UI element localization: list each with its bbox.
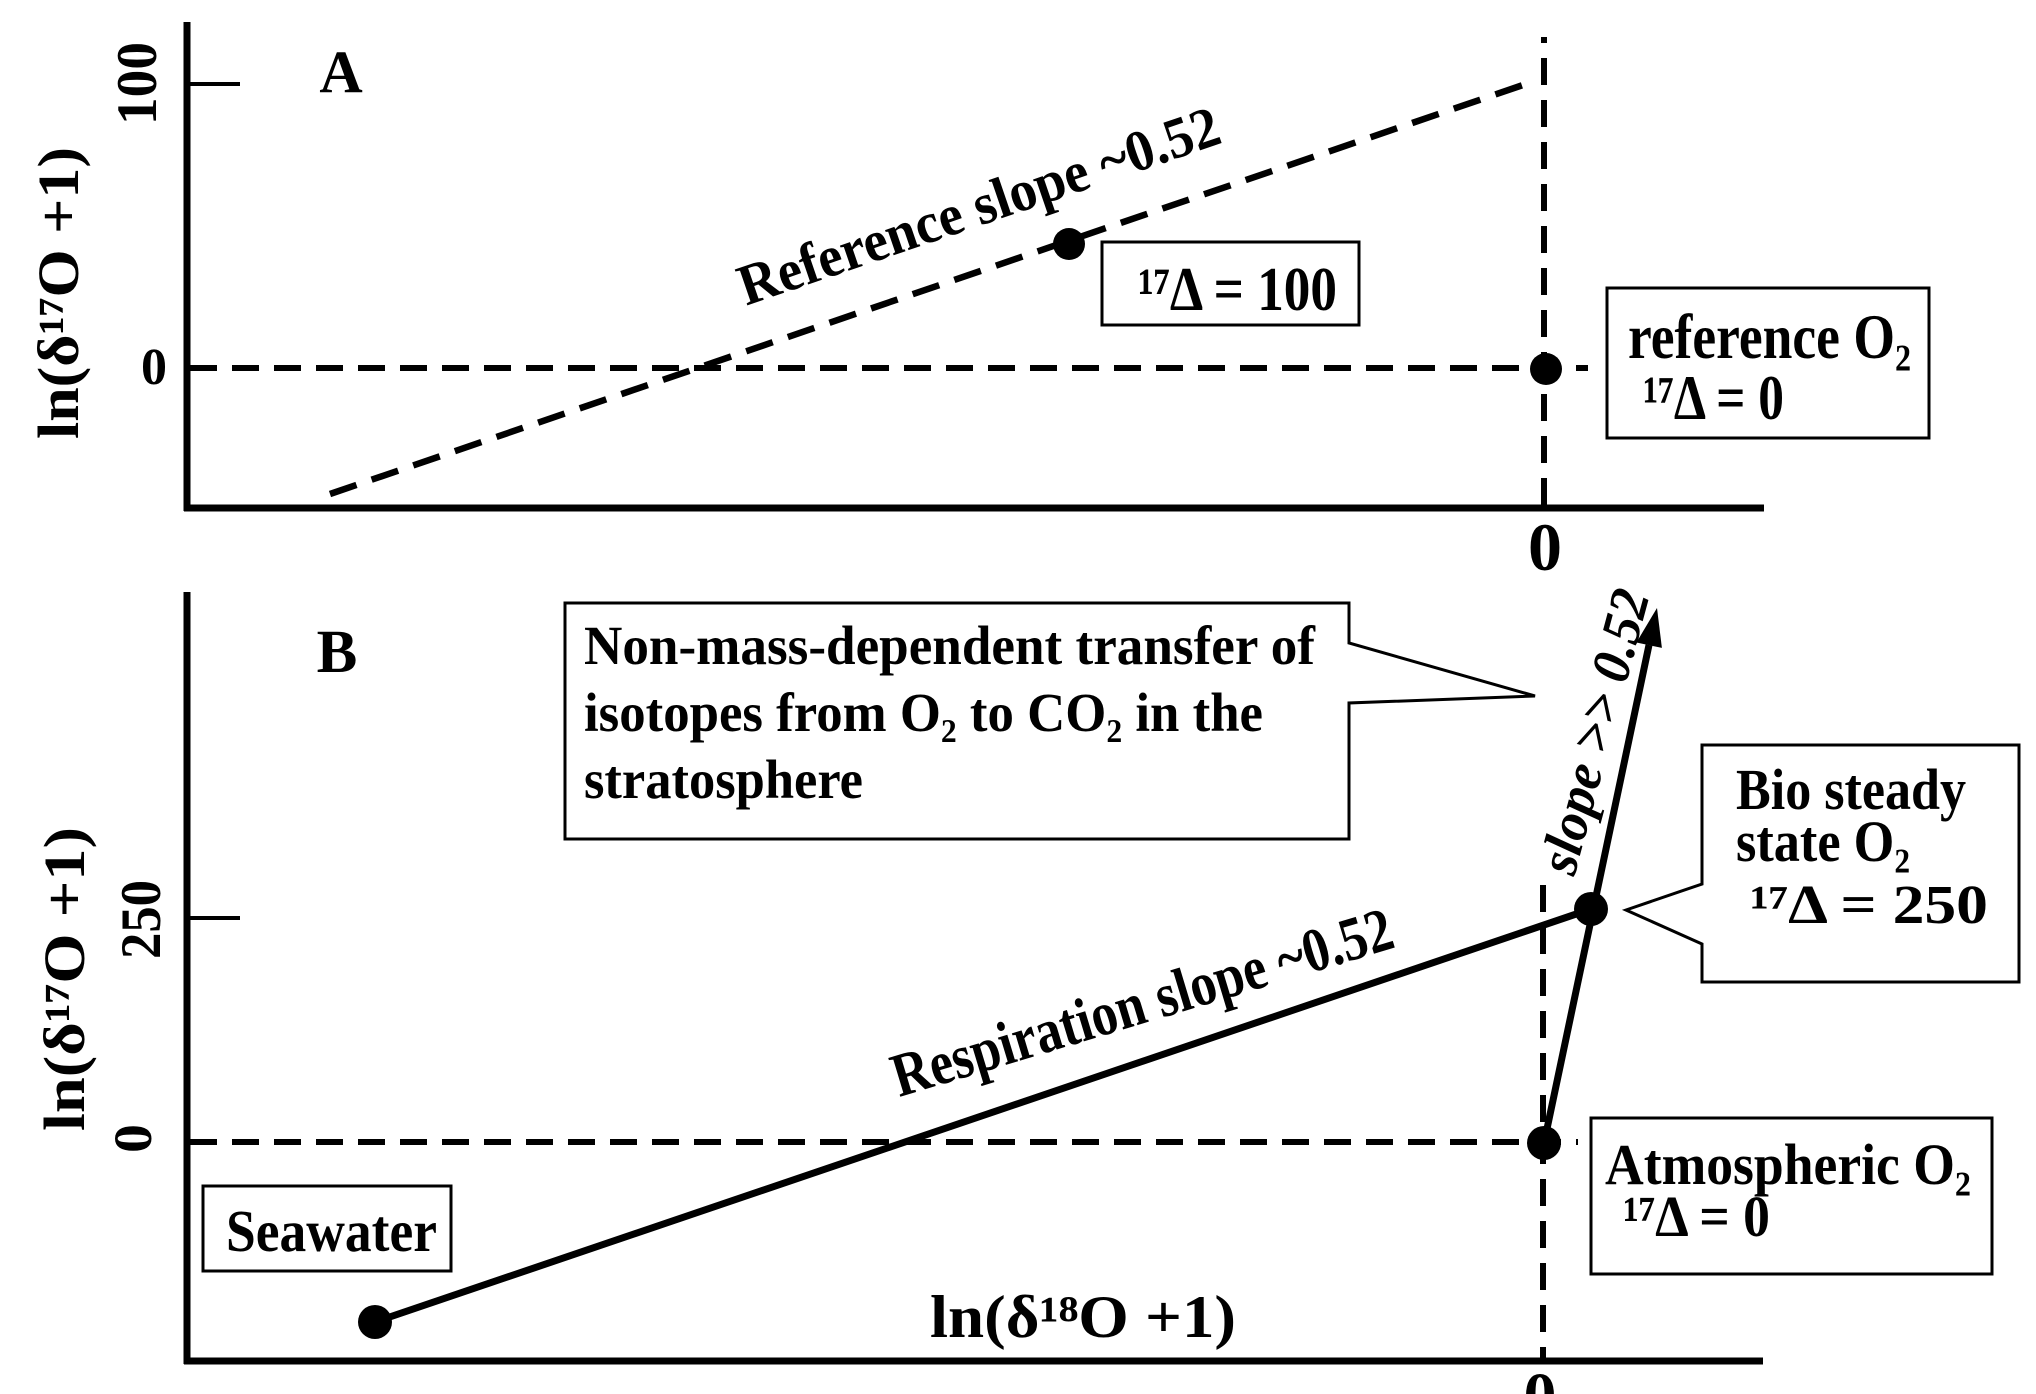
svg-text:¹⁷Δ = 0: ¹⁷Δ = 0: [1623, 1184, 1770, 1249]
svg-text:Non-mass-dependent transfer of: Non-mass-dependent transfer of: [584, 615, 1316, 676]
svg-text:¹⁷Δ = 0: ¹⁷Δ = 0: [1643, 363, 1784, 433]
svg-text:0: 0: [1524, 1360, 1557, 1394]
svg-text:ln(δ¹⁷O +1): ln(δ¹⁷O +1): [32, 827, 97, 1131]
svg-text:A: A: [319, 39, 362, 105]
svg-text:ln(δ¹⁸O +1): ln(δ¹⁸O +1): [930, 1284, 1236, 1350]
svg-text:Atmospheric O₂: Atmospheric O₂: [1605, 1132, 1971, 1197]
svg-text:¹⁷Δ = 100: ¹⁷Δ = 100: [1138, 256, 1337, 324]
svg-text:¹⁷Δ = 250: ¹⁷Δ = 250: [1750, 874, 1988, 935]
svg-text:state O₂: state O₂: [1736, 809, 1910, 874]
svg-text:ln(δ¹⁷O +1): ln(δ¹⁷O +1): [26, 147, 91, 439]
svg-text:0: 0: [103, 1124, 163, 1153]
svg-text:0: 0: [141, 339, 167, 396]
svg-text:B: B: [317, 619, 358, 686]
svg-text:reference O₂: reference O₂: [1628, 302, 1911, 372]
svg-text:isotopes from O₂ to CO₂ in the: isotopes from O₂ to CO₂ in the: [584, 682, 1263, 743]
svg-text:0: 0: [1528, 509, 1562, 585]
svg-text:250: 250: [110, 880, 173, 959]
svg-text:Seawater: Seawater: [226, 1198, 437, 1264]
svg-text:Bio steady: Bio steady: [1736, 757, 1966, 822]
svg-text:100: 100: [106, 42, 169, 125]
svg-text:stratosphere: stratosphere: [584, 749, 863, 810]
